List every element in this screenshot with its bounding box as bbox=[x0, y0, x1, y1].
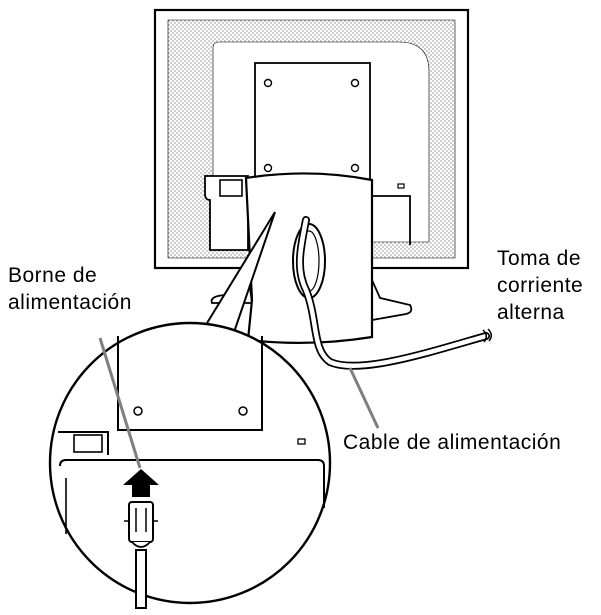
ac-outlet-label-line3: alterna bbox=[497, 301, 565, 324]
borne-leader-line bbox=[98, 337, 142, 469]
cable-leader-line bbox=[348, 367, 380, 429]
leader-lines bbox=[98, 337, 380, 469]
ac-outlet-label-line2: corriente bbox=[497, 274, 584, 297]
power-plug bbox=[124, 501, 158, 609]
ac-outlet-label: Toma de corriente alterna bbox=[497, 245, 583, 326]
power-terminal-label-line1: Borne de bbox=[8, 264, 98, 287]
power-terminal-label: Borne de alimentación bbox=[8, 262, 132, 316]
power-cable-label: Cable de alimentación bbox=[343, 431, 562, 454]
connector-housing bbox=[204, 175, 411, 251]
insert-arrow-icon bbox=[123, 469, 159, 497]
power-terminal-label-line2: alimentación bbox=[8, 291, 132, 314]
power-cable bbox=[295, 216, 492, 370]
mounting-plate bbox=[254, 62, 371, 186]
ac-outlet-label-line1: Toma de bbox=[497, 247, 582, 270]
magnified-detail bbox=[48, 321, 332, 605]
